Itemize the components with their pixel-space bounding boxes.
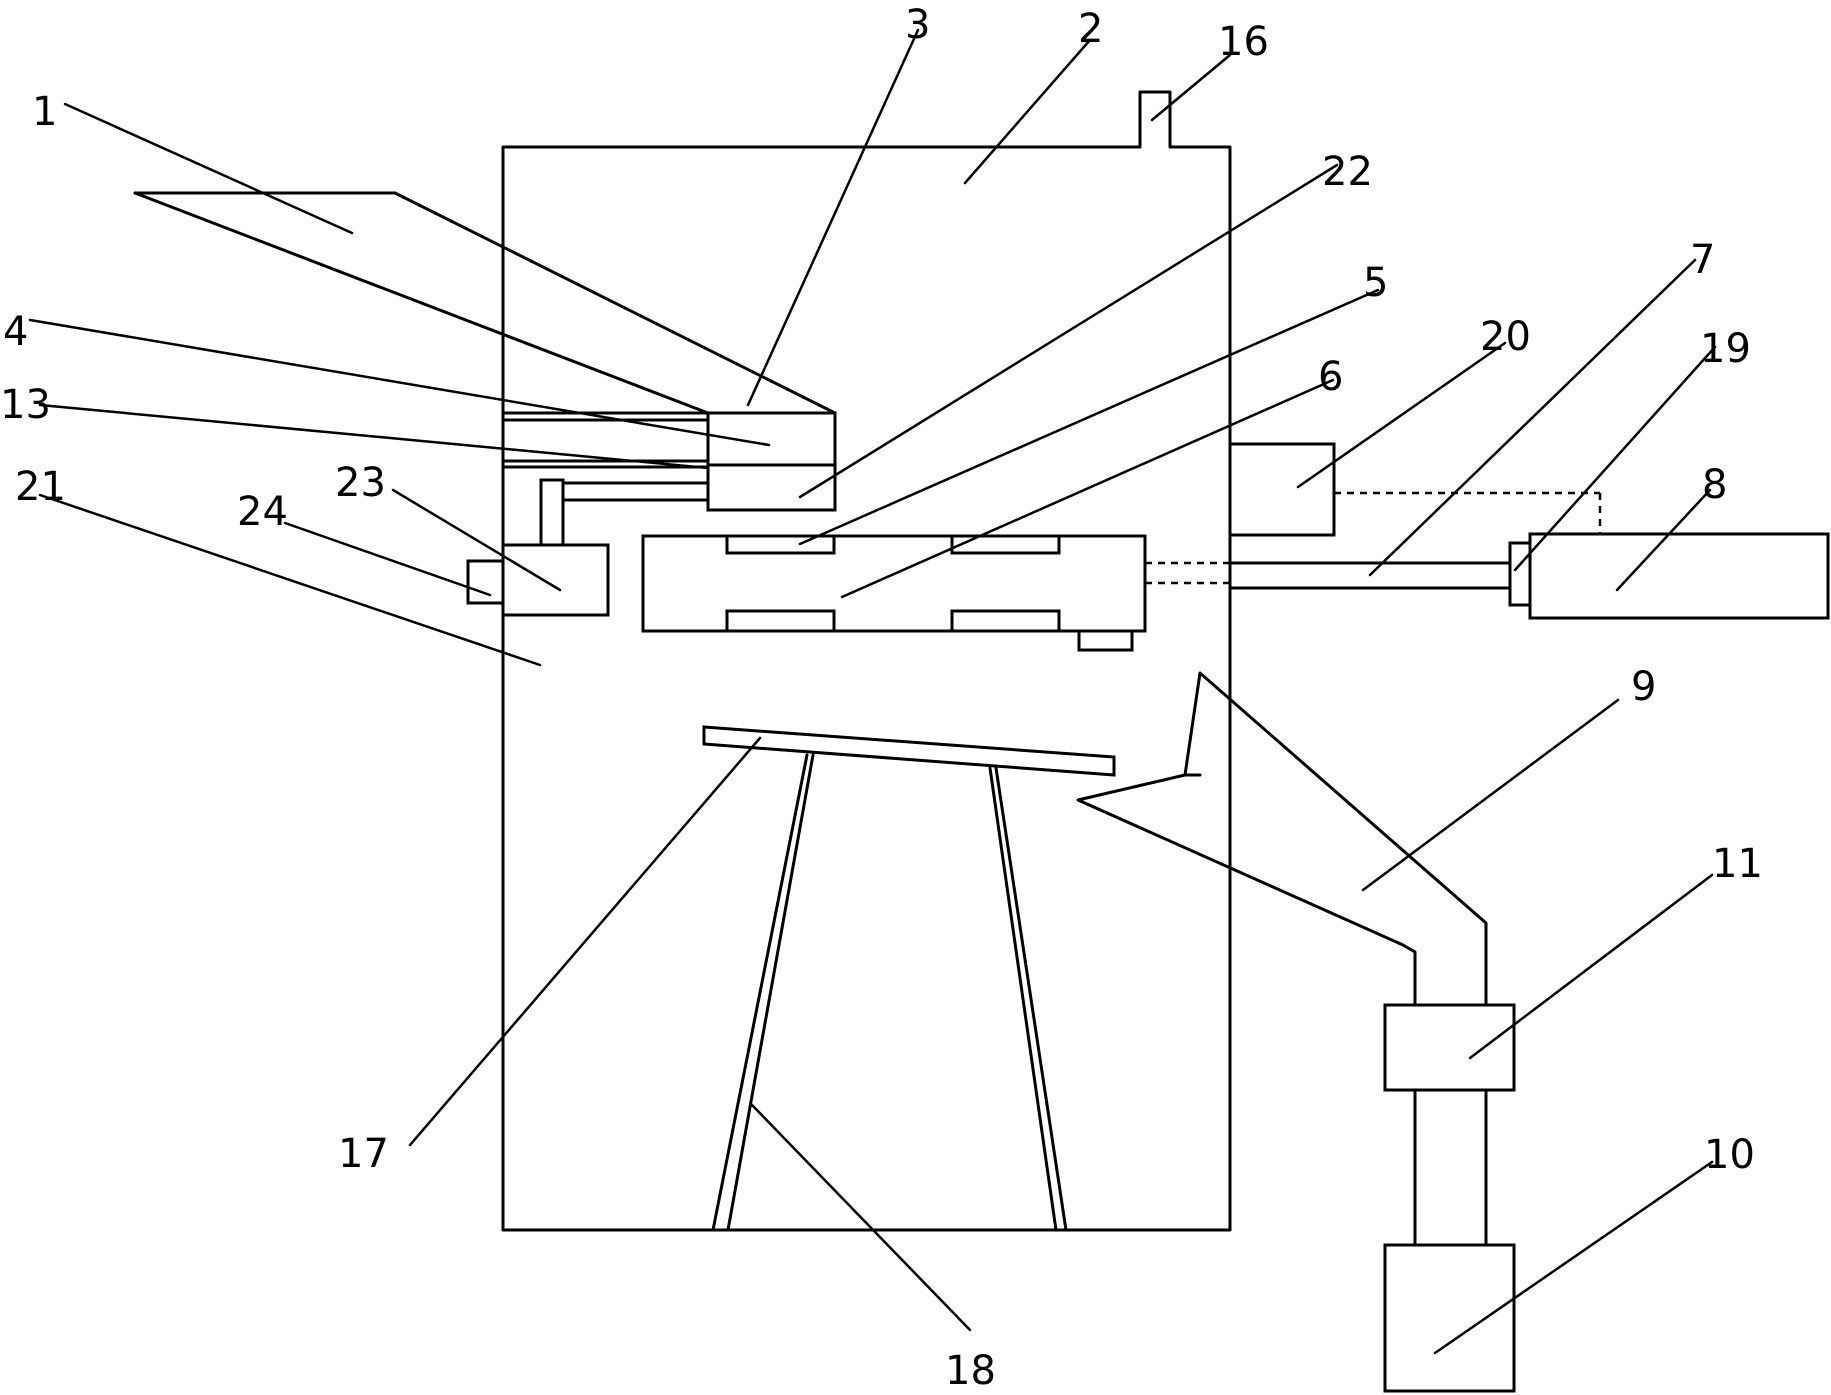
label-18: 18 bbox=[945, 1348, 996, 1394]
label-24: 24 bbox=[237, 489, 288, 535]
feed-unit bbox=[501, 411, 837, 512]
label-2: 2 bbox=[1078, 6, 1103, 52]
suction-duct bbox=[1076, 671, 1488, 1007]
label-3: 3 bbox=[905, 2, 930, 48]
label-9: 9 bbox=[1631, 664, 1656, 710]
label-23: 23 bbox=[335, 460, 386, 506]
drive-motor bbox=[1508, 532, 1830, 620]
inclined-platform bbox=[702, 725, 1116, 777]
drive-shaft bbox=[1145, 561, 1512, 590]
label-20: 20 bbox=[1480, 314, 1531, 360]
label-6: 6 bbox=[1318, 354, 1343, 400]
label-1: 1 bbox=[32, 89, 57, 135]
fan-and-collector bbox=[1383, 1003, 1516, 1393]
label-16: 16 bbox=[1218, 19, 1269, 65]
label-7: 7 bbox=[1690, 237, 1715, 283]
label-4: 4 bbox=[3, 309, 28, 355]
side-control-box bbox=[1228, 442, 1602, 537]
main-housing bbox=[501, 90, 1232, 1232]
label-21: 21 bbox=[15, 464, 66, 510]
label-17: 17 bbox=[338, 1131, 389, 1177]
label-11: 11 bbox=[1712, 841, 1763, 887]
label-8: 8 bbox=[1702, 462, 1727, 508]
label-13: 13 bbox=[0, 382, 51, 428]
label-22: 22 bbox=[1322, 149, 1373, 195]
platform-legs bbox=[711, 753, 1068, 1232]
roller-chamber bbox=[641, 534, 1147, 652]
feed-hopper bbox=[133, 191, 837, 415]
label-19: 19 bbox=[1700, 326, 1751, 372]
label-10: 10 bbox=[1704, 1132, 1755, 1178]
label-5: 5 bbox=[1363, 260, 1388, 306]
feed-pipe-and-block bbox=[466, 478, 710, 617]
leader-lines bbox=[28, 28, 1717, 1355]
